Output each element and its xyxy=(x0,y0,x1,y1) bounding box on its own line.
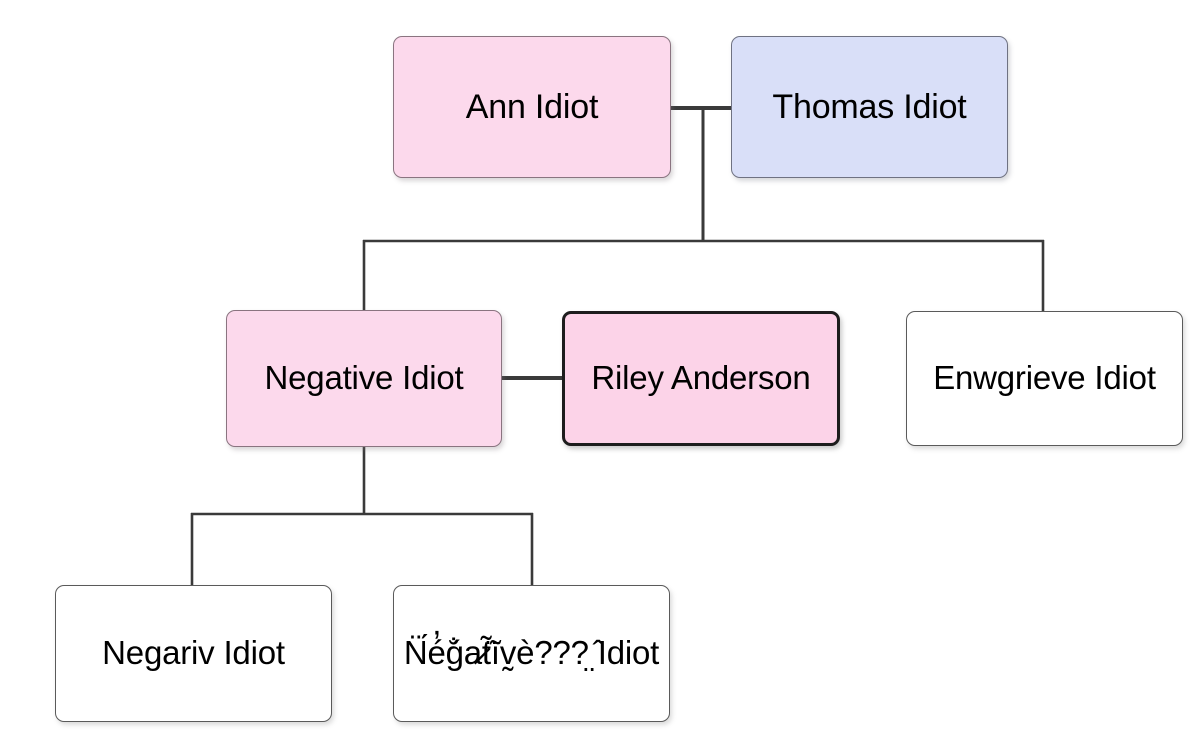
person-label: Negariv Idiot xyxy=(102,634,285,672)
person-label: Enwgrieve Idiot xyxy=(933,359,1156,397)
person-node-thomas-idiot[interactable]: Thomas Idiot xyxy=(731,36,1008,178)
person-label: Thomas Idiot xyxy=(772,87,967,126)
person-label: Negative Idiot xyxy=(264,359,464,397)
person-node-negariv-idiot[interactable]: Negariv Idiot xyxy=(55,585,332,722)
person-label-corrupted: N̈́é̓ǵ̐a̷t̃̈ĩv̰è???̤ ̂Idiot xyxy=(403,634,660,672)
person-node-enwgrieve-idiot[interactable]: Enwgrieve Idiot xyxy=(906,311,1183,446)
person-label: Riley Anderson xyxy=(591,359,811,397)
person-node-negative-corrupted[interactable]: N̈́é̓ǵ̐a̷t̃̈ĩv̰è???̤ ̂Idiot xyxy=(393,585,670,722)
person-node-ann-idiot[interactable]: Ann Idiot xyxy=(393,36,671,178)
person-node-negative-idiot[interactable]: Negative Idiot xyxy=(226,310,502,447)
person-node-riley-anderson[interactable]: Riley Anderson xyxy=(562,311,840,446)
person-label: Ann Idiot xyxy=(465,87,599,126)
